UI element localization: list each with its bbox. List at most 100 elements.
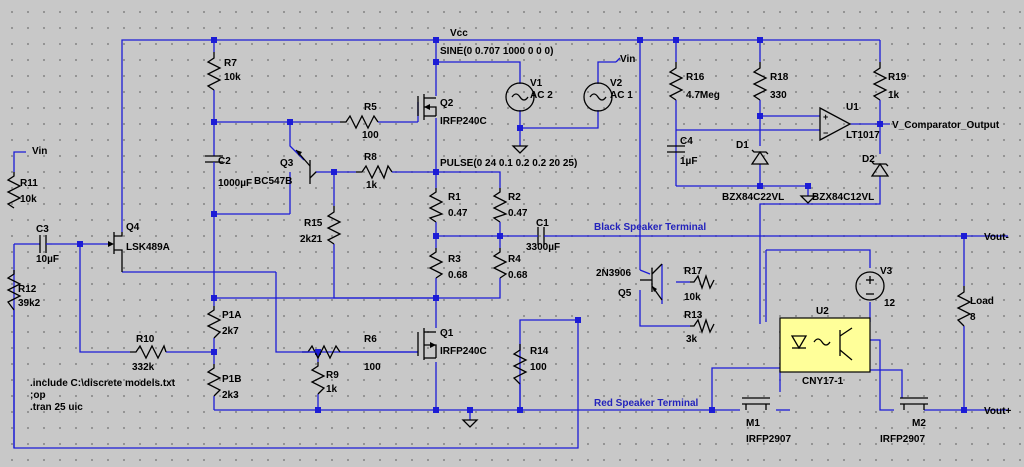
p1b-value: 2k3 (222, 390, 239, 401)
net-v-comparator-output: V_Comparator_Output (892, 120, 1000, 131)
capacitor-symbols (39, 145, 685, 253)
pulse-source-label: PULSE(0 24 0.1 0.2 0.2 20 25) (440, 158, 577, 169)
r5-value: 100 (362, 130, 379, 141)
directive-include: .include C:\discrete models.txt (30, 378, 176, 389)
r1-name: R1 (448, 192, 461, 203)
directive-tran: .tran 25 uic (30, 402, 83, 413)
r8-name: R8 (364, 152, 377, 163)
r9-name: R9 (326, 370, 339, 381)
m2-name: M2 (912, 418, 926, 429)
net-vout-minus: Vout- (984, 232, 1009, 243)
optocoupler-u2-symbol (779, 317, 871, 373)
mosfet-symbols (417, 94, 437, 360)
r7-name: R7 (224, 58, 237, 69)
net-vout-plus: Vout+ (984, 406, 1011, 417)
m1-name: M1 (746, 418, 760, 429)
black-speaker-terminal-label: Black Speaker Terminal (594, 222, 706, 233)
sine-source-label: SINE(0 0.707 1000 0 0 0) (440, 46, 553, 57)
r15-name: R15 (304, 218, 323, 229)
jfet-q4-symbol (108, 232, 123, 272)
v3-name: V3 (880, 266, 893, 277)
r1-value: 0.47 (448, 208, 468, 219)
c1-value: 3300µF (526, 242, 560, 253)
u1-value: LT1017 (846, 130, 880, 141)
c4-name: C4 (680, 136, 693, 147)
q2-name: Q2 (440, 98, 454, 109)
labels: Vcc SINE(0 0.707 1000 0 0 0) Vin Vin V_C… (18, 28, 1011, 445)
load-name: Load (970, 296, 994, 307)
q1-value: IRFP240C (440, 346, 487, 357)
u1-name: U1 (846, 102, 859, 113)
r2-name: R2 (508, 192, 521, 203)
r3-value: 0.68 (448, 270, 468, 281)
q3-value: BC547B (254, 176, 292, 187)
red-speaker-terminal-label: Red Speaker Terminal (594, 398, 699, 409)
r11-value: 10k (20, 194, 37, 205)
mosfet-m1-m2-symbols (742, 397, 928, 410)
c1-name: C1 (536, 218, 549, 229)
v1-value: AC 2 (530, 90, 553, 101)
r13-name: R13 (684, 310, 703, 321)
v2-value: AC 1 (610, 90, 633, 101)
r13-value: 3k (686, 334, 698, 345)
bjt-q5-symbol (640, 263, 663, 301)
net-vcc: Vcc (450, 28, 468, 39)
r11-name: R11 (20, 178, 38, 189)
vin-flag-top (615, 57, 621, 63)
r19-value: 1k (888, 90, 900, 101)
voltage-sources (505, 82, 885, 301)
r4-name: R4 (508, 254, 521, 265)
r7-value: 10k (224, 72, 241, 83)
r3-name: R3 (448, 254, 461, 265)
r10-value: 332k (132, 362, 155, 373)
c3-name: C3 (36, 224, 49, 235)
q2-value: IRFP240C (440, 116, 487, 127)
r18-value: 330 (770, 90, 787, 101)
v3-value: 12 (884, 298, 896, 309)
p1a-name: P1A (222, 310, 241, 321)
bjt-q3-symbol (295, 149, 317, 184)
c2-value: 1000µF (218, 178, 252, 189)
u2-name: U2 (816, 306, 829, 317)
q4-value: LSK489A (126, 242, 170, 253)
zener-diodes (750, 149, 890, 177)
p1a-value: 2k7 (222, 326, 239, 337)
r16-name: R16 (686, 72, 705, 83)
wires (13, 39, 1008, 449)
net-vin-left: Vin (32, 146, 47, 157)
c2-name: C2 (218, 156, 231, 167)
r14-name: R14 (530, 346, 549, 357)
m1-value: IRFP2907 (746, 434, 791, 445)
d1-name: D1 (736, 140, 749, 151)
c3-value: 10µF (36, 254, 59, 265)
svg-text:+: + (823, 112, 828, 122)
d2-value: BZX84C12VL (812, 192, 874, 203)
r4-value: 0.68 (508, 270, 528, 281)
net-vin-top: Vin (620, 54, 635, 65)
q5-value: 2N3906 (596, 268, 631, 279)
r8-value: 1k (366, 180, 378, 191)
p1b-name: P1B (222, 374, 241, 385)
r14-value: 100 (530, 362, 547, 373)
load-value: 8 (970, 312, 976, 323)
r17-value: 10k (684, 292, 701, 303)
q3-name: Q3 (280, 158, 294, 169)
q4-name: Q4 (126, 222, 140, 233)
d1-value: BZX84C22VL (722, 192, 784, 203)
r16-value: 4.7Meg (686, 90, 720, 101)
c4-value: 1µF (680, 156, 697, 167)
resistor-symbols (6, 52, 972, 397)
r6-value: 100 (364, 362, 381, 373)
u2-value: CNY17-1 (802, 376, 844, 387)
ground-symbols (461, 145, 817, 428)
m2-value: IRFP2907 (880, 434, 925, 445)
v2-name: V2 (610, 78, 623, 89)
r17-name: R17 (684, 266, 703, 277)
junctions (77, 37, 967, 413)
r12-name: R12 (18, 284, 37, 295)
v1-name: V1 (530, 78, 543, 89)
r15-value: 2k21 (300, 234, 323, 245)
d2-name: D2 (862, 154, 875, 165)
